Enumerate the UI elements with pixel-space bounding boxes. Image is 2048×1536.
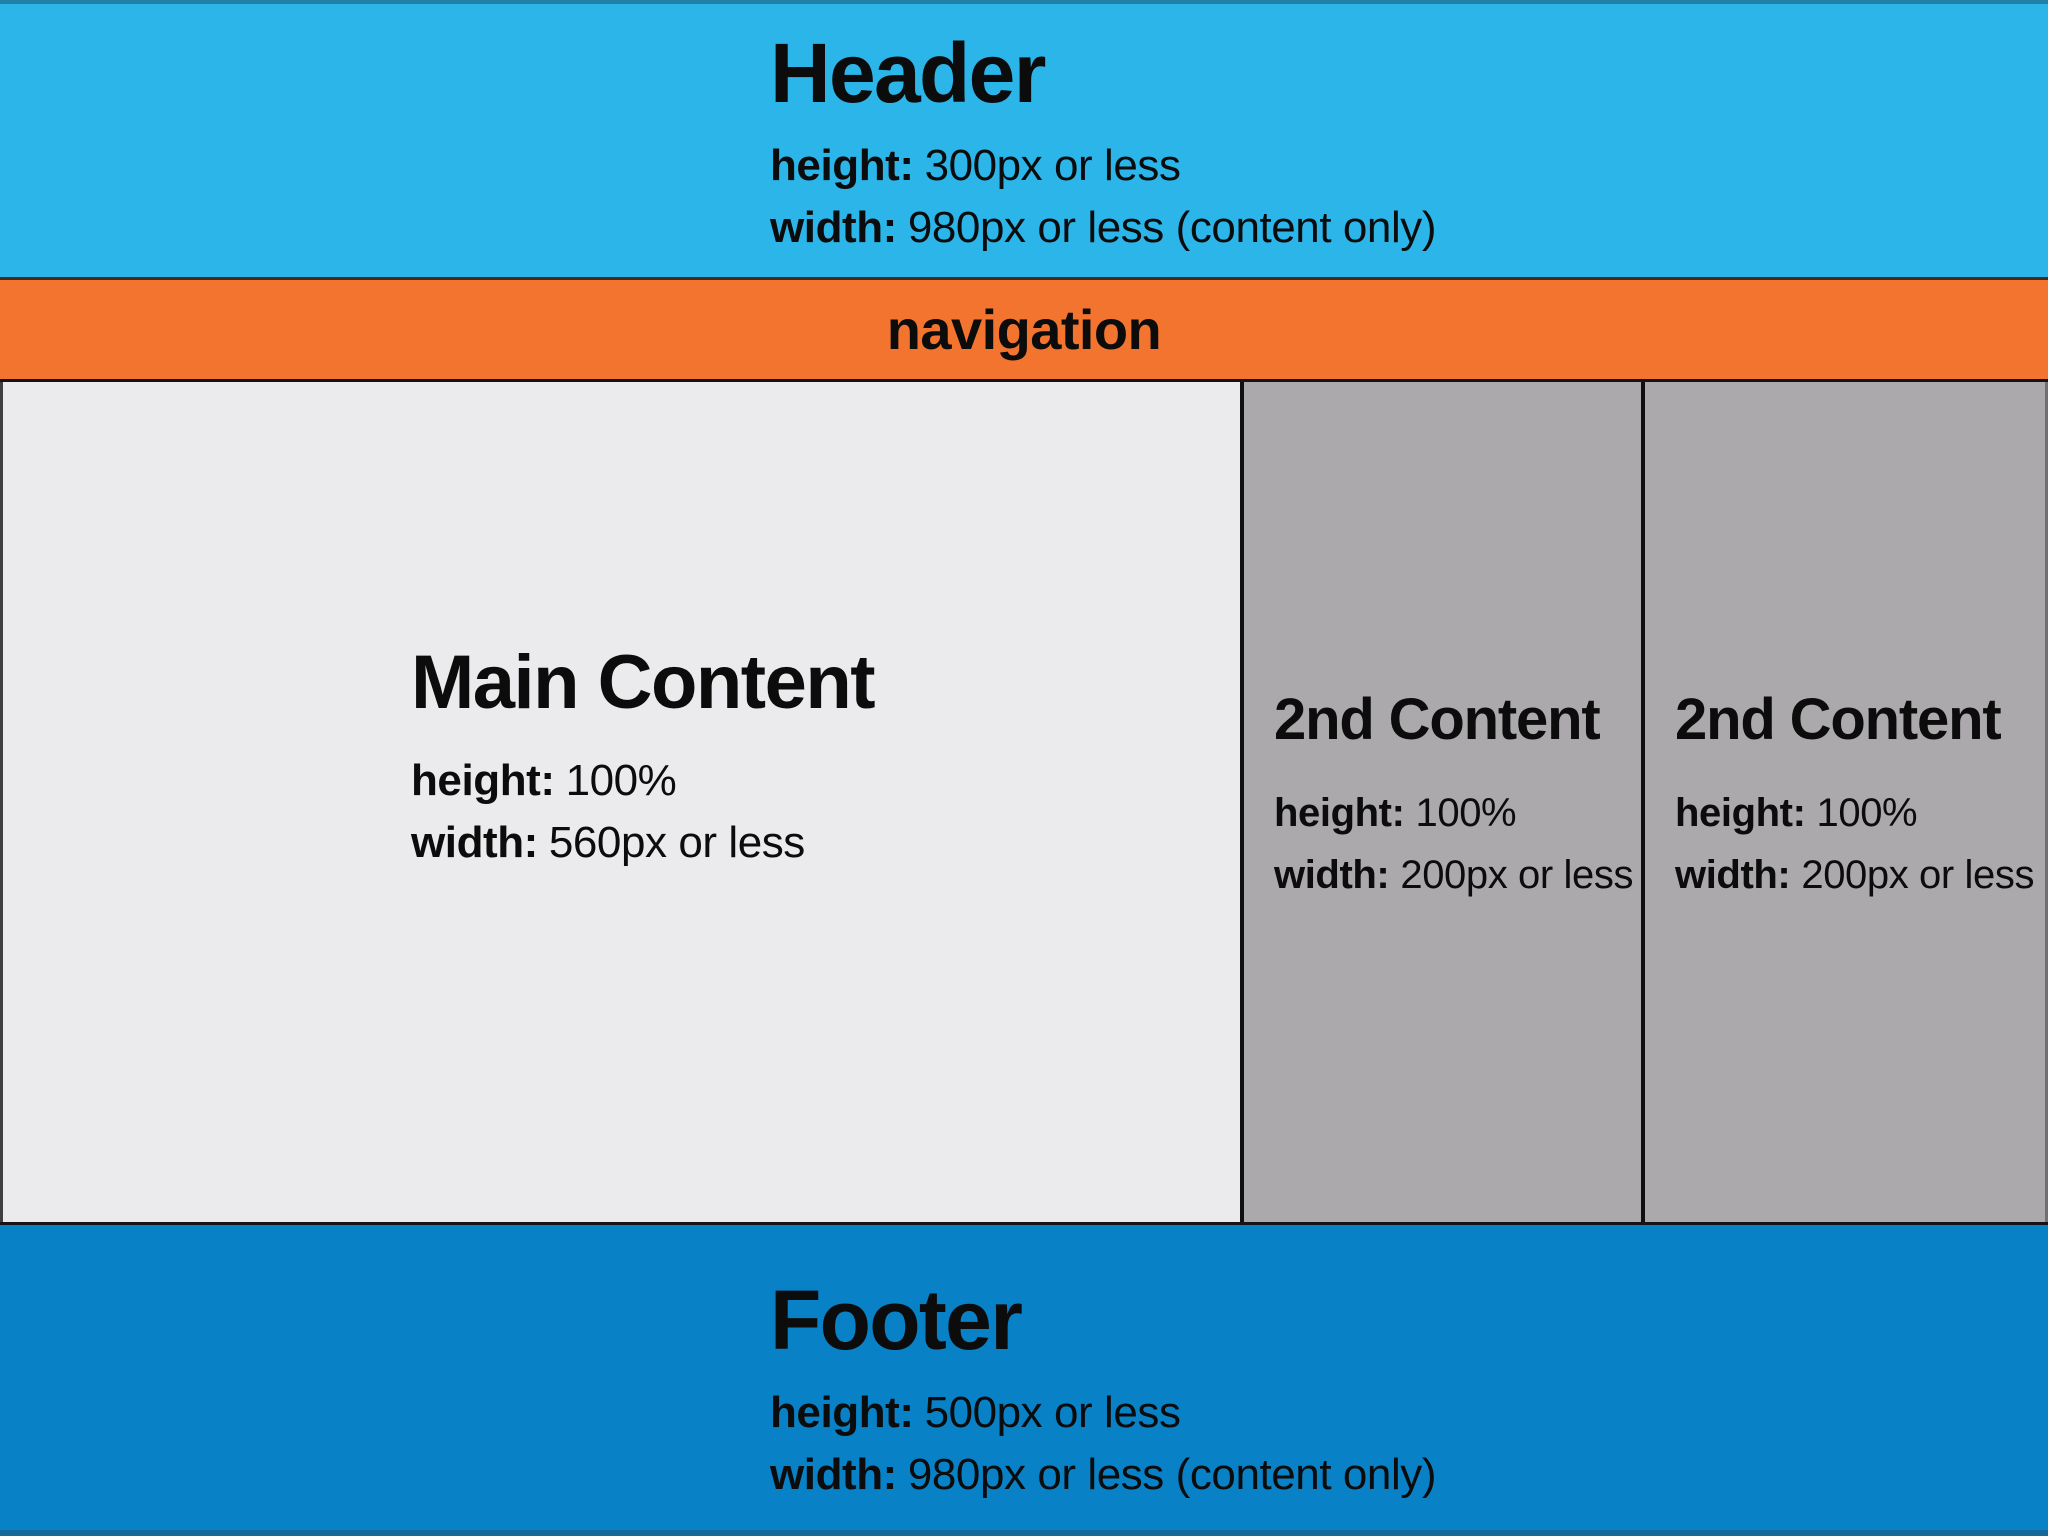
main-content-text-block: Main Content height:100% width:560px or … [411,640,876,874]
secondary-content-2-text-block: 2nd Content height:100% width:200px or l… [1675,688,2034,906]
spec-value: 100% [1816,791,1918,835]
secondary-content-1-text-block: 2nd Content height:100% width:200px or l… [1274,688,1633,906]
header-specs: height:300px or less width:980px or less… [770,135,1437,259]
top-edge [0,0,2048,4]
spec-label: width: [1675,853,1791,897]
spec-label: width: [770,202,897,252]
secondary-content-panel-1: 2nd Content height:100% width:200px or l… [1244,382,1641,1222]
header-section: Header height:300px or less width:980px … [0,4,2048,277]
spec-value: 980px or less (content only) [907,1449,1437,1499]
footer-spec-height: height:500px or less [770,1382,1436,1444]
spec-label: height: [770,1387,914,1437]
secondary-content-2-spec-width: width:200px or less [1675,844,2034,906]
bottom-edge [0,1530,2048,1536]
header-text-block: Header height:300px or less width:980px … [770,26,1437,259]
spec-value: 300px or less [924,140,1181,190]
main-content-panel: Main Content height:100% width:560px or … [0,382,1240,1222]
footer-text-block: Footer height:500px or less width:980px … [770,1273,1437,1506]
spec-value: 200px or less [1400,853,1634,897]
spec-value: 500px or less [924,1387,1181,1437]
secondary-content-panel-2: 2nd Content height:100% width:200px or l… [1645,382,2048,1222]
spec-label: width: [770,1449,897,1499]
secondary-content-2-spec-height: height:100% [1675,782,2034,844]
spec-value: 100% [1415,791,1517,835]
secondary-content-1-title: 2nd Content [1274,687,1601,752]
main-content-spec-width: width:560px or less [411,812,874,874]
column-divider [1641,382,1645,1222]
navigation-label: navigation [886,298,1162,361]
footer-section: Footer height:500px or less width:980px … [0,1225,2048,1530]
secondary-content-2-specs: height:100% width:200px or less [1675,782,2034,906]
header-spec-width: width:980px or less (content only) [770,197,1437,259]
footer-title: Footer [770,1273,1023,1367]
secondary-content-1-specs: height:100% width:200px or less [1274,782,1633,906]
secondary-content-1-spec-width: width:200px or less [1274,844,1633,906]
spec-value: 560px or less [548,818,805,868]
footer-spec-width: width:980px or less (content only) [770,1444,1437,1506]
content-footer-divider [0,1222,2048,1225]
spec-value: 200px or less [1801,853,2035,897]
spec-label: height: [1675,791,1806,835]
spec-value: 980px or less (content only) [907,202,1437,252]
secondary-content-1-spec-height: height:100% [1274,782,1633,844]
navigation-content-divider [0,379,2048,382]
content-row: Main Content height:100% width:560px or … [0,382,2048,1222]
spec-label: height: [1274,791,1405,835]
spec-label: width: [411,818,538,868]
spec-label: height: [770,140,914,190]
main-content-title: Main Content [411,640,876,725]
main-content-specs: height:100% width:560px or less [411,750,874,874]
spec-label: height: [411,756,555,806]
header-navigation-divider [0,277,2048,280]
footer-specs: height:500px or less width:980px or less… [770,1382,1437,1506]
column-divider [1240,382,1244,1222]
header-spec-height: height:300px or less [770,135,1436,197]
header-title: Header [770,26,1046,120]
spec-value: 100% [565,756,677,806]
navigation-bar: navigation [0,280,2048,379]
secondary-content-2-title: 2nd Content [1675,687,2002,752]
main-content-spec-height: height:100% [411,750,874,812]
spec-label: width: [1274,853,1390,897]
